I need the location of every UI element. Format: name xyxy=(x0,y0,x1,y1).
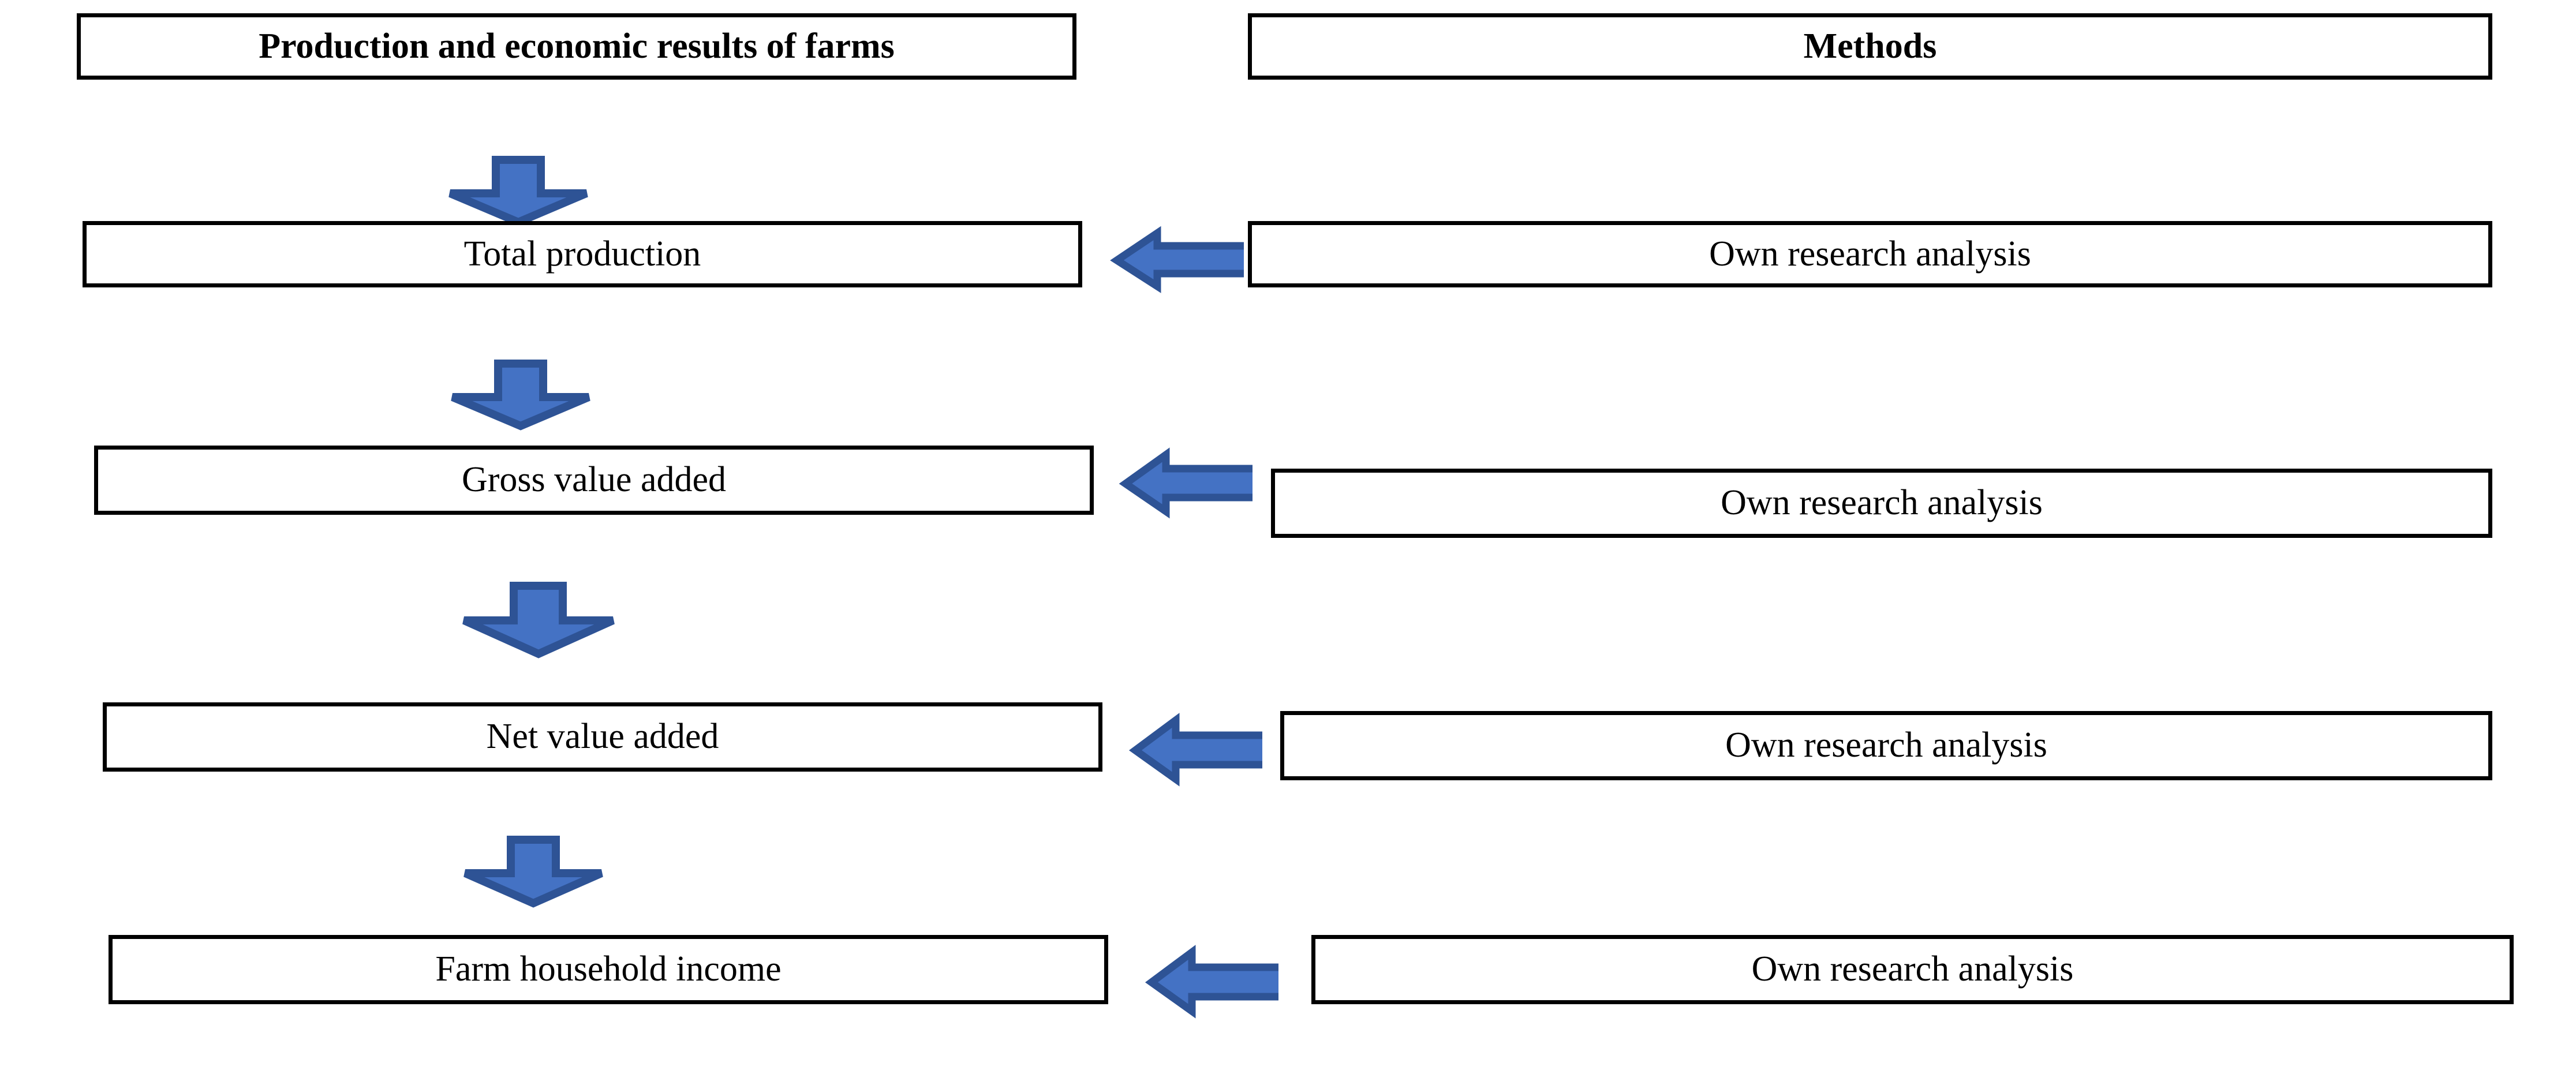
method-label-4: Own research analysis xyxy=(1751,949,2074,989)
left-arrow-icon-2 xyxy=(1119,447,1253,519)
left-arrow-icon-1 xyxy=(1110,226,1244,293)
process-box-farm-household-income: Farm household income xyxy=(109,935,1108,1004)
process-label-total-production: Total production xyxy=(463,234,701,274)
method-box-4: Own research analysis xyxy=(1311,935,2514,1004)
method-box-2: Own research analysis xyxy=(1271,469,2492,538)
down-arrow-icon-4 xyxy=(456,836,611,908)
process-box-total-production: Total production xyxy=(83,221,1082,287)
left-arrow-icon-3 xyxy=(1128,713,1262,787)
left-arrow-icon-4 xyxy=(1145,945,1278,1019)
header-label-methods: Methods xyxy=(1803,26,1937,66)
down-arrow-icon-2 xyxy=(443,360,598,431)
header-box-results: Production and economic results of farms xyxy=(77,13,1076,80)
method-label-3: Own research analysis xyxy=(1725,725,2047,765)
method-box-1: Own research analysis xyxy=(1248,221,2492,287)
header-box-methods: Methods xyxy=(1248,13,2492,80)
method-label-2: Own research analysis xyxy=(1721,483,2043,523)
process-label-net-value-added: Net value added xyxy=(486,717,719,757)
down-arrow-icon-3 xyxy=(456,582,621,659)
process-label-farm-household-income: Farm household income xyxy=(435,949,782,989)
down-arrow-icon-1 xyxy=(441,156,596,227)
method-box-3: Own research analysis xyxy=(1280,711,2492,780)
process-box-net-value-added: Net value added xyxy=(103,702,1102,772)
process-box-gross-value-added: Gross value added xyxy=(94,446,1094,515)
process-label-gross-value-added: Gross value added xyxy=(462,460,726,500)
header-label-results: Production and economic results of farms xyxy=(259,26,895,66)
method-label-1: Own research analysis xyxy=(1709,234,2031,274)
